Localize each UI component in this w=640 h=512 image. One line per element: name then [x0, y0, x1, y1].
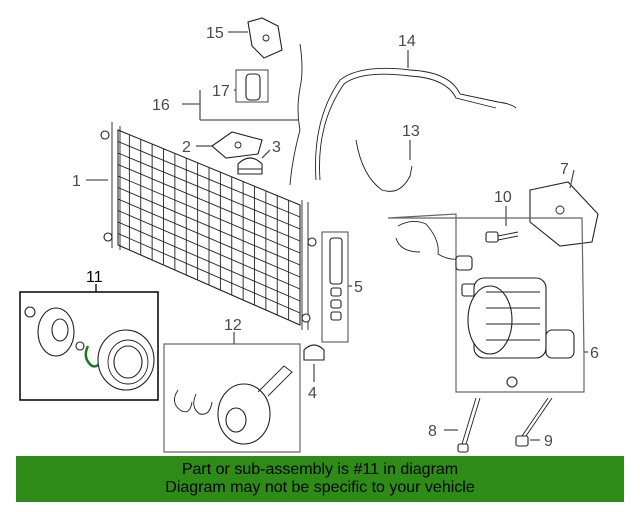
callout-9[interactable]: 9 — [544, 433, 553, 450]
cap-part-3[interactable] — [237, 157, 263, 175]
banner-line-2: Diagram may not be specific to your vehi… — [165, 479, 475, 496]
bracket-part-15[interactable] — [247, 17, 283, 59]
suction-pipe[interactable] — [315, 67, 517, 181]
callout-17[interactable]: 17 — [212, 83, 230, 100]
clutch-group-box — [19, 291, 159, 401]
callout-2[interactable]: 2 — [182, 139, 191, 156]
info-banner: Part or sub-assembly is #11 in diagram D… — [16, 456, 624, 502]
callout-13[interactable]: 13 — [402, 123, 420, 140]
callout-3[interactable]: 3 — [272, 139, 281, 156]
leader-3 — [261, 149, 271, 159]
compressor-assembly[interactable] — [395, 221, 575, 388]
callout-12[interactable]: 12 — [224, 317, 242, 334]
callout-box-5 — [321, 231, 349, 343]
callout-16[interactable]: 16 — [152, 97, 170, 114]
parts-diagram: 1 2 3 15 16 17 14 13 5 — [19, 17, 599, 453]
field-coil-assembly[interactable] — [174, 365, 293, 445]
clutch-assembly[interactable] — [24, 306, 155, 391]
callout-11[interactable]: 11 — [86, 269, 103, 286]
bracket-part-7[interactable] — [529, 181, 599, 247]
callout-4[interactable]: 4 — [308, 385, 317, 402]
callout-box-17 — [235, 69, 269, 103]
receiver-dryer[interactable] — [329, 237, 343, 321]
discharge-hose[interactable] — [289, 43, 303, 186]
callout-15[interactable]: 15 — [206, 25, 224, 42]
bolt-part-8[interactable] — [457, 397, 481, 453]
bolt-part-10[interactable] — [485, 231, 519, 243]
callout-5[interactable]: 5 — [354, 279, 363, 296]
liquid-pipe[interactable] — [355, 139, 413, 192]
callout-8[interactable]: 8 — [428, 423, 437, 440]
mount-part-4[interactable] — [303, 344, 325, 361]
callout-10[interactable]: 10 — [494, 189, 512, 206]
bracket-part-17[interactable] — [245, 73, 261, 101]
callout-6[interactable]: 6 — [590, 345, 599, 362]
bracket-part-2[interactable] — [211, 131, 263, 159]
leader-7 — [569, 169, 575, 189]
callout-7[interactable]: 7 — [560, 161, 569, 178]
callout-1[interactable]: 1 — [72, 173, 81, 190]
callout-14[interactable]: 14 — [398, 33, 416, 50]
field-coil-group-box — [163, 343, 301, 453]
banner-line-1: Part or sub-assembly is #11 in diagram — [181, 461, 459, 478]
compressor-group-box — [387, 213, 585, 393]
bolt-part-9[interactable] — [515, 397, 553, 447]
condenser[interactable] — [100, 122, 317, 330]
